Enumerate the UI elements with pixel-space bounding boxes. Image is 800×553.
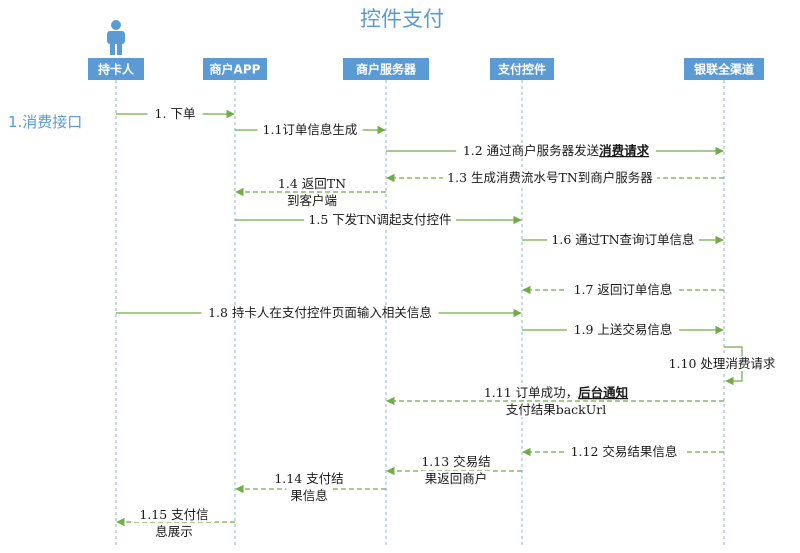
message-m1-10: 1.10 处理消费请求: [662, 346, 782, 386]
message-label: 1.13 交易结: [421, 454, 490, 469]
message-label: 1.2 通过商户服务器发送消费请求: [463, 143, 650, 158]
message-label-emphasis: 消费请求: [599, 143, 650, 158]
message-label-part: 1.4 返回TN: [278, 176, 346, 191]
message-label: 1.3 生成消费流水号TN到商户服务器: [447, 170, 653, 185]
message-label: 1.1订单信息生成: [263, 122, 358, 137]
message-label: 1.10 处理消费请求: [669, 356, 776, 371]
message-label-part: 1.3 生成消费流水号TN到商户服务器: [447, 170, 653, 185]
message-label: 果返回商户: [425, 471, 488, 486]
participant-label: 商户服务器: [356, 62, 417, 77]
label-background: [662, 356, 782, 371]
message-label: 1.15 支付信: [139, 507, 208, 522]
message-m1-2: 1.2 通过商户服务器发送消费请求: [386, 143, 724, 158]
message-m1-6: 1.6 通过TN查询订单信息: [522, 232, 724, 247]
message-label: 1.9 上送交易信息: [574, 322, 673, 337]
diagram-title: 控件支付: [360, 7, 444, 31]
message-m1: 1. 下单: [116, 106, 235, 121]
label-background: [151, 524, 197, 539]
message-label-emphasis: 后台通知: [578, 385, 628, 400]
message-label: 1.11 订单成功，后台通知: [484, 385, 628, 400]
message-m1-8: 1.8 持卡人在支付控件页面输入相关信息: [116, 305, 522, 320]
message-label: 支付结果backUrl: [506, 402, 607, 417]
message-label-part: 1.5 下发TN调起支付控件: [308, 212, 451, 227]
message-label-part: 1.8 持卡人在支付控件页面输入相关信息: [208, 305, 432, 320]
message-label-part: 1.11 订单成功，: [484, 385, 578, 400]
message-label-part: 到客户端: [287, 193, 337, 208]
message-label: 1.5 下发TN调起支付控件: [308, 212, 451, 227]
label-background: [501, 402, 611, 417]
message-label-part: 1.2 通过商户服务器发送: [463, 143, 600, 158]
label-background: [133, 507, 215, 522]
participant-label: 银联全渠道: [694, 62, 754, 77]
message-m1-4: 1.4 返回TN 到客户端: [235, 176, 386, 208]
participant-cardholder: [88, 58, 144, 80]
label-background: [415, 454, 497, 469]
message-label: 息展示: [155, 524, 193, 539]
participant-unionpay: [684, 58, 764, 80]
message-label-part: 1.1订单信息生成: [263, 122, 358, 137]
label-background: [566, 282, 680, 297]
message-label-part: 1.10 处理消费请求: [669, 356, 776, 371]
label-background: [547, 232, 699, 247]
message-label: 1.6 通过TN查询订单信息: [551, 232, 694, 247]
label-background: [268, 471, 350, 486]
message-label-part: 1.12 交易结果信息: [571, 444, 678, 459]
message-label-part: 果信息: [290, 488, 328, 503]
message-label: 1.14 支付结: [274, 471, 343, 486]
message-label-part: 支付结果backUrl: [506, 402, 607, 417]
message-label-part: 果返回商户: [425, 471, 488, 486]
label-background: [564, 444, 684, 459]
message-m1-12: 1.12 交易结果信息: [522, 444, 724, 459]
label-background: [273, 176, 351, 191]
message-label-part: 1.9 上送交易信息: [574, 322, 673, 337]
message-label-part: 1.6 通过TN查询订单信息: [551, 232, 694, 247]
message-m1-1: 1.1订单信息生成: [235, 122, 386, 137]
label-background: [147, 106, 203, 121]
message-label: 1.4 返回TN: [278, 176, 346, 191]
message-m1-3: 1.3 生成消费流水号TN到商户服务器: [386, 170, 724, 185]
label-background: [304, 212, 456, 227]
label-background: [477, 385, 635, 400]
message-label-part: 1.13 交易结: [421, 454, 490, 469]
label-background: [420, 471, 492, 486]
section-label: 1.消费接口: [8, 113, 82, 131]
participant-label: 持卡人: [98, 62, 135, 77]
person-icon: [107, 20, 125, 55]
message-label: 1.12 交易结果信息: [571, 444, 678, 459]
label-background: [286, 488, 332, 503]
participant-label: 支付控件: [497, 62, 546, 77]
message-label: 果信息: [290, 488, 328, 503]
label-background: [257, 122, 363, 137]
participant-label: 商户APP: [210, 62, 261, 77]
message-m1-5: 1.5 下发TN调起支付控件: [235, 212, 522, 227]
message-label-part: 1.14 支付结: [274, 471, 343, 486]
message-label: 1. 下单: [155, 106, 196, 121]
message-label: 1.7 返回订单信息: [574, 282, 673, 297]
messages: 1. 下单 1.1订单信息生成 1.2 通过商户服务器发送消费请求 1.3 生成消费流…: [116, 106, 782, 539]
label-background: [456, 143, 656, 158]
label-background: [283, 193, 341, 208]
message-m1-9: 1.9 上送交易信息: [522, 322, 724, 337]
label-background: [566, 322, 680, 337]
participant-payment-control: [490, 58, 554, 80]
message-label: 1.8 持卡人在支付控件页面输入相关信息: [208, 305, 432, 320]
label-background: [201, 305, 439, 320]
message-label-part: 1.15 支付信: [139, 507, 208, 522]
participant-headers: 持卡人 商户APP 商户服务器 支付控件 银联全渠道: [88, 58, 764, 80]
label-background: [442, 170, 658, 185]
message-m1-7: 1.7 返回订单信息: [522, 282, 724, 297]
participant-merchant-app: [203, 58, 267, 80]
message-label: 到客户端: [287, 193, 337, 208]
message-label-part: 息展示: [155, 524, 193, 539]
participant-merchant-server: [343, 58, 429, 80]
message-label-part: 1. 下单: [155, 106, 196, 121]
message-label-part: 1.7 返回订单信息: [574, 282, 673, 297]
